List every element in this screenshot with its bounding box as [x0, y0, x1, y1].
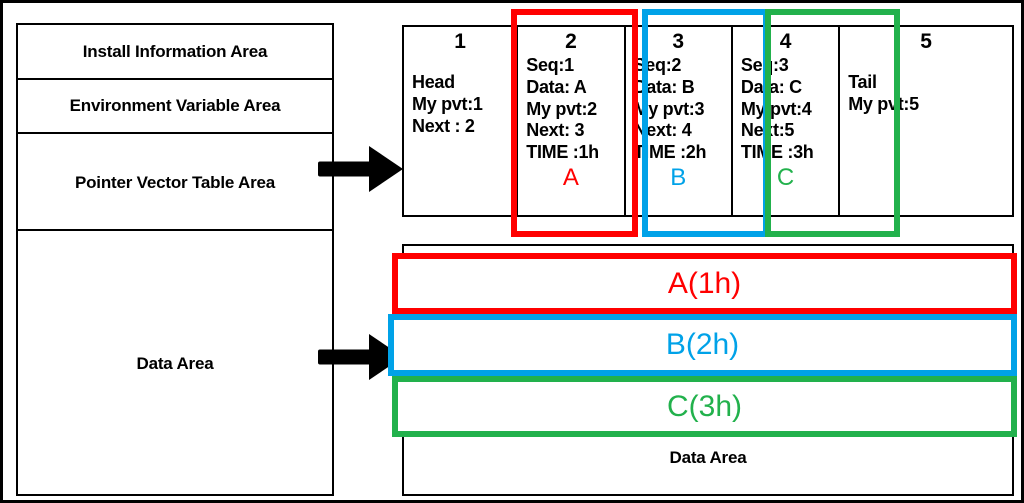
pvt-node-tag: A: [562, 163, 579, 191]
pvt-field: Head: [412, 72, 455, 92]
pvt-node-number: 2: [565, 30, 577, 53]
data-block-label: B(2h): [665, 328, 740, 361]
pvt-field: Next : 2: [412, 115, 475, 136]
memory-area-install-information: Install Information Area: [18, 25, 332, 80]
memory-map-panel: Install Information Area Environment Var…: [16, 23, 334, 496]
pvt-field: Seq:2: [633, 55, 682, 75]
pvt-node-3: 3 Seq:2 Data: B My pvt:3 Next: 4 TIME :2…: [625, 27, 733, 215]
pvt-field: My pvt:2: [526, 98, 597, 119]
pvt-field: My pvt:5: [848, 93, 919, 114]
pvt-node-fields: Head My pvt:1 Next : 2: [412, 72, 508, 137]
data-block-label: C(3h): [666, 389, 742, 423]
section-divider: [18, 132, 332, 134]
pvt-field: TIME :3h: [740, 142, 814, 163]
pvt-field: Next: 4: [633, 120, 692, 141]
pvt-node-2: 2 Seq:1 Data: A My pvt:2 Next: 3 TIME :1…: [518, 27, 626, 215]
pvt-node-tag: B: [670, 163, 687, 191]
memory-area-label: Pointer Vector Table Area: [74, 172, 275, 192]
arrow-head: [369, 146, 403, 192]
pvt-field: My pvt:1: [412, 93, 483, 114]
pvt-node-fields: Seq:3 Data: C My pvt:4 Next:5 TIME :3h: [741, 55, 830, 164]
pvt-field: Data: C: [740, 76, 802, 97]
pvt-node-number: 1: [454, 30, 466, 53]
memory-area-pointer-vector-table: Pointer Vector Table Area: [18, 136, 332, 231]
memory-area-label: Data Area: [136, 353, 214, 373]
pvt-node-1: 1 Head My pvt:1 Next : 2: [404, 27, 519, 215]
memory-area-environment-variable: Environment Variable Area: [18, 80, 332, 134]
pvt-node-number: 5: [920, 30, 932, 53]
pvt-field: TIME :2h: [633, 142, 707, 163]
data-block-b: B(2h): [388, 314, 1017, 376]
pvt-node-5: 5 Tail My pvt:5: [840, 27, 1012, 215]
pvt-node-fields: Tail My pvt:5: [848, 72, 1004, 116]
memory-area-data: Data Area: [18, 233, 332, 494]
pvt-field: Seq:3: [740, 55, 789, 75]
pvt-field: Data: B: [633, 76, 695, 97]
pvt-node-number: 3: [672, 30, 685, 53]
data-block-c: C(3h): [392, 376, 1017, 437]
pvt-node-fields: Seq:2 Data: B My pvt:3 Next: 4 TIME :2h: [634, 55, 723, 164]
pvt-field: Seq:1: [526, 55, 574, 75]
pvt-field: Data: A: [526, 76, 587, 97]
data-area-panel-label: Data Area: [669, 448, 747, 467]
memory-area-label: Install Information Area: [82, 41, 268, 61]
pvt-node-4: 4 Seq:3 Data: C My pvt:4 Next:5 TIME :3h…: [732, 27, 841, 215]
memory-area-label: Environment Variable Area: [69, 96, 281, 115]
pvt-field: Next: 3: [526, 120, 585, 141]
spacer: [412, 55, 508, 72]
pvt-field: Next:5: [740, 120, 795, 141]
pvt-node-fields: Seq:1 Data: A My pvt:2 Next: 3 TIME :1h: [526, 55, 615, 164]
pvt-node-number: 4: [779, 30, 792, 53]
pvt-node-tag: C: [776, 163, 795, 191]
pvt-field: My pvt:4: [740, 98, 812, 119]
spacer: [848, 55, 1004, 72]
pvt-field: Tail: [848, 72, 877, 92]
pvt-field: TIME :1h: [526, 142, 599, 163]
data-block-a: A(1h): [392, 253, 1017, 314]
section-divider: [18, 229, 332, 231]
pointer-vector-table: 1 Head My pvt:1 Next : 2 2 Seq:1 Data: A…: [402, 25, 1014, 217]
data-block-label: A(1h): [667, 266, 742, 300]
pvt-field: My pvt:3: [633, 98, 705, 119]
